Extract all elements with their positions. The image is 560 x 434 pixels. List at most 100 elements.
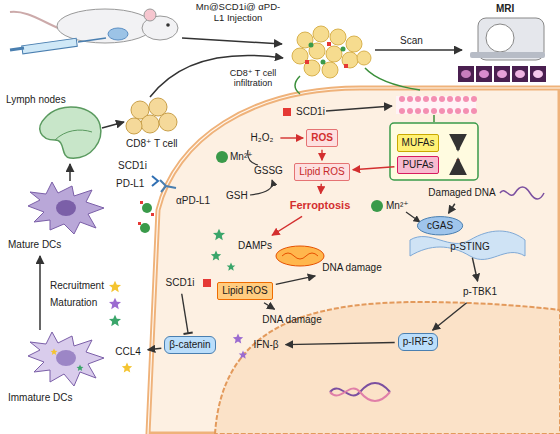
catenin-box: β-catenin [164, 336, 215, 354]
drug-square [203, 106, 392, 287]
drug-label: SCD1i [296, 106, 325, 118]
cell-label: CD8⁺ T cell [126, 138, 178, 150]
membrane-receptors [140, 201, 143, 204]
lipid-bilayer [399, 108, 405, 114]
tumor-cluster [344, 64, 348, 68]
sting-node: p-STING [446, 239, 493, 255]
tumor-cluster [346, 36, 362, 52]
lymph-node [55, 130, 92, 140]
label-text: GSSG [254, 165, 283, 177]
lipid-ros-box: Lipid ROS [294, 163, 350, 181]
lipid-panel [390, 123, 478, 180]
mitochondrion [276, 246, 324, 266]
node-text: p-TBK1 [463, 286, 497, 298]
molecule-label: GSH [226, 190, 248, 202]
mn-ion [500, 187, 544, 199]
mouse [10, 9, 178, 43]
label-text: Mature DCs [8, 239, 61, 251]
mouse [10, 12, 58, 28]
mri-images [512, 66, 528, 82]
node-text: H₂O₂ [251, 132, 274, 144]
label-text: PD-L1 [116, 178, 144, 190]
injection-label: Mn@SCD1i@ αPD-L1 Injection [192, 2, 284, 24]
mn-ion [406, 212, 420, 222]
signal-stars [109, 315, 121, 326]
label-text: GSH [226, 190, 248, 202]
cell-label: Mature DCs [8, 239, 61, 251]
membrane-receptors [138, 176, 176, 233]
lymph-node [102, 122, 124, 128]
dna-damage-node: DNA damage [258, 312, 325, 328]
gsh-cycle [216, 150, 273, 195]
antibody-label: αPD-L1 [176, 195, 210, 207]
tumor-cell [148, 88, 560, 434]
mri-images [479, 70, 489, 78]
signal-stars [109, 229, 247, 373]
receptor-label: PD-L1 [116, 178, 144, 190]
ion-label: Mn²⁺ [386, 200, 409, 212]
signal-stars [239, 351, 248, 359]
node-text: p-IRF3 [403, 336, 434, 348]
signal-stars [122, 363, 132, 373]
tumor-cluster [327, 42, 331, 46]
connector-arrow [264, 303, 275, 310]
syringe [10, 48, 24, 50]
label-text: CD8⁺ T cell infiltration [222, 68, 284, 89]
gsh-cycle [250, 180, 273, 195]
dna-node: Damaged DNA [424, 185, 499, 201]
tumor-cluster [326, 46, 342, 62]
node-text: Damaged DNA [428, 187, 495, 199]
signal-stars [109, 281, 121, 292]
label-text: Lymph nodes [6, 94, 66, 106]
drug-label: SCD1i [118, 160, 147, 172]
lipid-bilayer [431, 96, 437, 102]
drug-square [203, 279, 211, 287]
lipid-bilayer [471, 96, 477, 102]
mitochondrion [276, 246, 324, 266]
node-text: p-STING [450, 241, 489, 253]
node-text: cGAS [427, 220, 453, 232]
label-text: MRI [496, 3, 514, 15]
tumor-cluster [322, 62, 338, 78]
cgas-ellipse: cGAS [417, 216, 463, 236]
dendritic-cells [28, 182, 104, 234]
tumor-cluster [330, 29, 346, 45]
ellipse-outline [417, 217, 462, 235]
lipid-bilayer [396, 96, 476, 114]
lipid-bilayer [447, 108, 453, 114]
injection-arrow [182, 38, 282, 44]
t-cells [159, 113, 177, 131]
dendritic-cells [56, 350, 76, 366]
label-text: SCD1i [118, 160, 147, 172]
label-text: Scan [400, 35, 423, 47]
tumor-cluster [365, 68, 420, 90]
process-label: CD8⁺ T cell infiltration [222, 68, 284, 89]
label-text: Mn²⁺ [230, 151, 253, 163]
dendritic-cells [56, 200, 76, 216]
dendritic-cells [77, 364, 84, 371]
mouse [57, 9, 153, 43]
drug-square [283, 108, 291, 116]
mouse [144, 9, 156, 21]
tumor-cell [148, 88, 560, 434]
device-label: MRI [496, 3, 514, 15]
lipid-bilayer [423, 108, 429, 114]
lipid-bilayer [431, 108, 437, 114]
tumor-cluster [321, 60, 326, 65]
t-cells [126, 118, 142, 134]
label-text: CD8⁺ T cell [126, 138, 178, 150]
tumor-cluster [292, 48, 308, 64]
chemokine-node: CCL4 [111, 344, 145, 360]
nucleus [330, 389, 390, 401]
lipid-bilayer [399, 96, 405, 102]
lipid-bilayer [415, 96, 421, 102]
lipid-panel [390, 123, 478, 180]
tumor-cluster [313, 26, 329, 42]
connector-arrow [182, 294, 188, 334]
mri-images [533, 70, 543, 78]
tumor-cluster [309, 43, 314, 48]
connector-arrow [272, 216, 302, 235]
lymph-node [40, 107, 124, 158]
membrane-receptors [138, 222, 141, 225]
